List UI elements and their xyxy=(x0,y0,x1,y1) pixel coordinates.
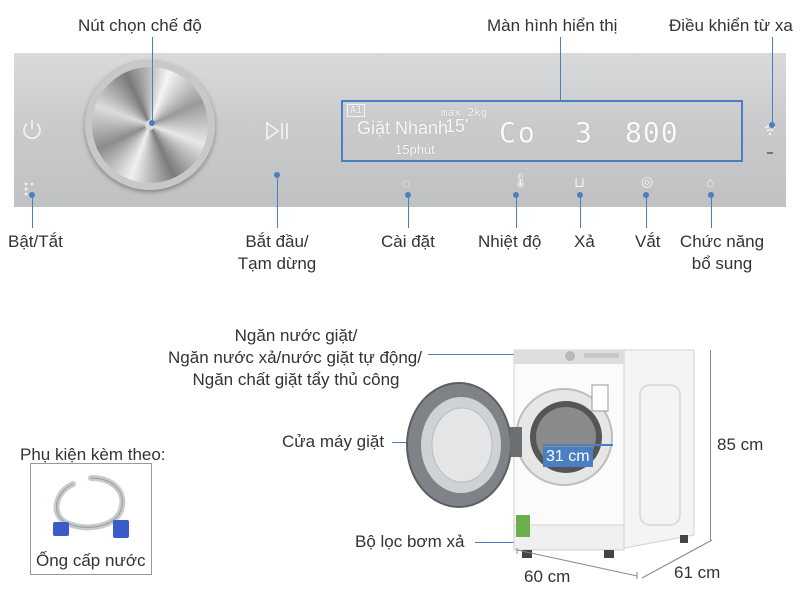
display-segment-1: Co xyxy=(499,116,537,149)
callout-line-power xyxy=(32,195,33,228)
callout-line-display xyxy=(560,37,561,100)
power-indicator-dots xyxy=(24,182,38,196)
callout-dot-start xyxy=(274,172,280,178)
display-max-load: max 2kg xyxy=(441,106,488,119)
width-dimension-line xyxy=(515,548,640,580)
callout-line-settings xyxy=(408,195,409,228)
water-hose-image xyxy=(43,470,139,546)
callout-dot-settings xyxy=(405,192,411,198)
label-power: Bật/Tắt xyxy=(8,232,63,251)
display-tag: A1 xyxy=(347,104,366,117)
rinse-icon[interactable]: ⊔ xyxy=(574,174,585,190)
display-minutes-small: 15phút xyxy=(395,142,435,157)
label-drawer-line3: Ngăn chất giặt tẩy thủ công xyxy=(192,370,400,389)
temperature-icon[interactable]: 🌡︎ xyxy=(512,172,530,188)
callout-dot-power xyxy=(29,192,35,198)
display-segment-2: 3 xyxy=(575,116,592,149)
callout-line-extra xyxy=(711,195,712,228)
callout-dot-temperature xyxy=(513,192,519,198)
display-segment-3: 800 xyxy=(625,116,679,149)
label-door: Cửa máy giặt xyxy=(282,432,385,451)
label-drain-filter: Bộ lọc bơm xả xyxy=(355,532,465,551)
spin-icon[interactable]: ◎ xyxy=(641,173,654,189)
label-display: Màn hình hiển thị xyxy=(487,16,618,35)
label-spin: Vắt xyxy=(635,232,661,251)
accessory-item-label: Ống cấp nước xyxy=(36,551,146,570)
label-remote: Điều khiển từ xa xyxy=(669,16,793,35)
accessories-title: Phụ kiện kèm theo: xyxy=(20,445,166,464)
callout-dot-remote xyxy=(769,122,775,128)
label-drawer-line1: Ngăn nước giặt/ xyxy=(234,326,358,345)
label-width: 60 cm xyxy=(524,567,571,586)
settings-icon[interactable]: ◌ xyxy=(402,175,411,191)
display-minutes-big: 15' xyxy=(445,116,469,136)
accessory-box: Ống cấp nước xyxy=(30,463,152,575)
label-drawer-line2: Ngăn nước xả/nước giặt tự động/ xyxy=(168,348,422,367)
label-height: 85 cm xyxy=(717,435,764,454)
callout-dot-rinse xyxy=(577,192,583,198)
display-program: Giặt Nhanh xyxy=(357,118,449,138)
label-extra-line1: Chức năng xyxy=(679,232,765,251)
callout-line-rinse xyxy=(580,195,581,228)
label-start-line1: Bắt đầu/ xyxy=(245,232,309,251)
label-door-size: 31 cm xyxy=(543,447,593,467)
label-depth: 61 cm xyxy=(674,563,721,582)
play-pause-icon[interactable] xyxy=(265,120,291,142)
label-settings: Cài đặt xyxy=(381,232,435,251)
depth-dimension-line xyxy=(640,538,715,580)
display-screen: A1 max 2kg Giặt Nhanh 15' 15phút Co 3 80… xyxy=(341,100,743,162)
callout-dot-extra xyxy=(708,192,714,198)
height-dimension-line xyxy=(710,350,711,540)
label-temperature: Nhiệt độ xyxy=(478,232,542,251)
callout-line-knob xyxy=(152,37,153,123)
label-mode-knob: Nút chọn chế độ xyxy=(78,16,202,35)
label-start-line2: Tạm dừng xyxy=(237,254,317,273)
callout-line-spin xyxy=(646,195,647,228)
callout-dot-knob xyxy=(149,120,155,126)
callout-line-start xyxy=(277,175,278,228)
label-detergent-drawer: Ngăn nước giặt/ Ngăn nước xả/nước giặt t… xyxy=(130,325,422,391)
callout-dot-spin xyxy=(643,192,649,198)
label-extra-line2: bổ sung xyxy=(691,254,753,273)
callout-line-drawer xyxy=(428,354,558,355)
door-size-line xyxy=(543,444,613,446)
power-icon[interactable] xyxy=(20,118,44,142)
label-extra-function: Chức năng bổ sung xyxy=(670,231,774,275)
extra-function-icon[interactable]: ⌂ xyxy=(706,174,715,190)
callout-line-temperature xyxy=(516,195,517,228)
label-start-pause: Bắt đầu/ Tạm dừng xyxy=(227,231,327,275)
callout-line-remote xyxy=(772,37,773,124)
label-rinse: Xả xyxy=(574,232,595,251)
